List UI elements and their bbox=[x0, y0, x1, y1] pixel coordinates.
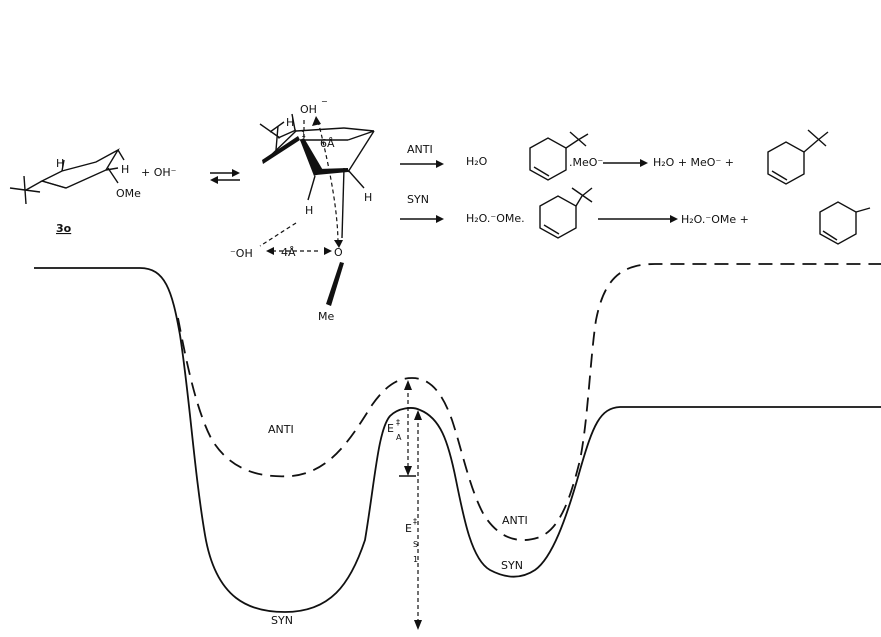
syn-arrow-2 bbox=[598, 215, 678, 223]
equilibrium-arrows bbox=[210, 169, 240, 184]
ts-dist-4: 4Å bbox=[281, 246, 296, 259]
ea-sub: A bbox=[396, 433, 402, 442]
plus-hydroxide: + OH⁻ bbox=[141, 166, 177, 179]
syn-product-1-left: H₂O.⁻OMe. bbox=[466, 212, 525, 225]
ts-h-right: H bbox=[364, 191, 372, 204]
es-sub: S bbox=[413, 540, 418, 549]
reactant-h1: H bbox=[56, 157, 64, 170]
syn-cyclohexene-2 bbox=[819, 201, 871, 245]
ts-o: O bbox=[334, 246, 343, 259]
syn-energy-curve bbox=[34, 267, 881, 613]
es-arrow bbox=[414, 410, 422, 630]
anti-arrow bbox=[400, 160, 444, 168]
ts-h-left: H bbox=[286, 116, 294, 129]
transition-state-structure bbox=[259, 113, 375, 306]
es-sup: ‡ bbox=[413, 517, 417, 526]
ts-oh-index: 1 bbox=[301, 130, 306, 139]
ts-oh-top: OH bbox=[300, 103, 317, 116]
reactant-h2: H bbox=[121, 163, 129, 176]
compound-label: 3o bbox=[56, 222, 72, 235]
ea-sup: ‡ bbox=[396, 418, 400, 427]
ts-distance-lines: 1 6Å 4Å bbox=[259, 116, 343, 259]
anti-product-1-right: .MeO⁻ bbox=[569, 156, 603, 169]
syn-product-2: H₂O.⁻OMe + bbox=[681, 213, 749, 226]
syn-label: SYN bbox=[407, 193, 429, 206]
syn-arrow bbox=[400, 215, 444, 223]
syn-well-2-label: SYN bbox=[501, 559, 523, 572]
anti-cyclohexene-1 bbox=[529, 131, 589, 181]
reactant-structure bbox=[9, 148, 125, 205]
syn-cyclohexene-1 bbox=[539, 187, 593, 239]
syn-well-1-label: SYN bbox=[271, 614, 293, 627]
es-label: E bbox=[405, 522, 412, 535]
ts-oh-charge: − bbox=[321, 97, 328, 106]
anti-arrow-2 bbox=[603, 159, 648, 167]
ea-label: E bbox=[387, 422, 394, 435]
anti-product-2: H₂O + MeO⁻ + bbox=[653, 156, 734, 169]
anti-well-2-label: ANTI bbox=[502, 514, 528, 527]
es-index: 1 bbox=[413, 555, 418, 564]
ts-oh-left: ⁻OH bbox=[230, 247, 253, 260]
anti-energy-curve bbox=[177, 263, 881, 541]
reactant-ome: OMe bbox=[116, 187, 141, 200]
ts-me: Me bbox=[318, 310, 334, 323]
ea-arrow bbox=[399, 380, 416, 477]
anti-cyclohexene-2 bbox=[767, 129, 829, 185]
ts-dist-6: 6Å bbox=[320, 137, 335, 150]
anti-label: ANTI bbox=[407, 143, 433, 156]
ts-h-bottom: H bbox=[305, 204, 313, 217]
anti-product-1-left: H₂O bbox=[466, 155, 488, 168]
anti-well-1-label: ANTI bbox=[268, 423, 294, 436]
